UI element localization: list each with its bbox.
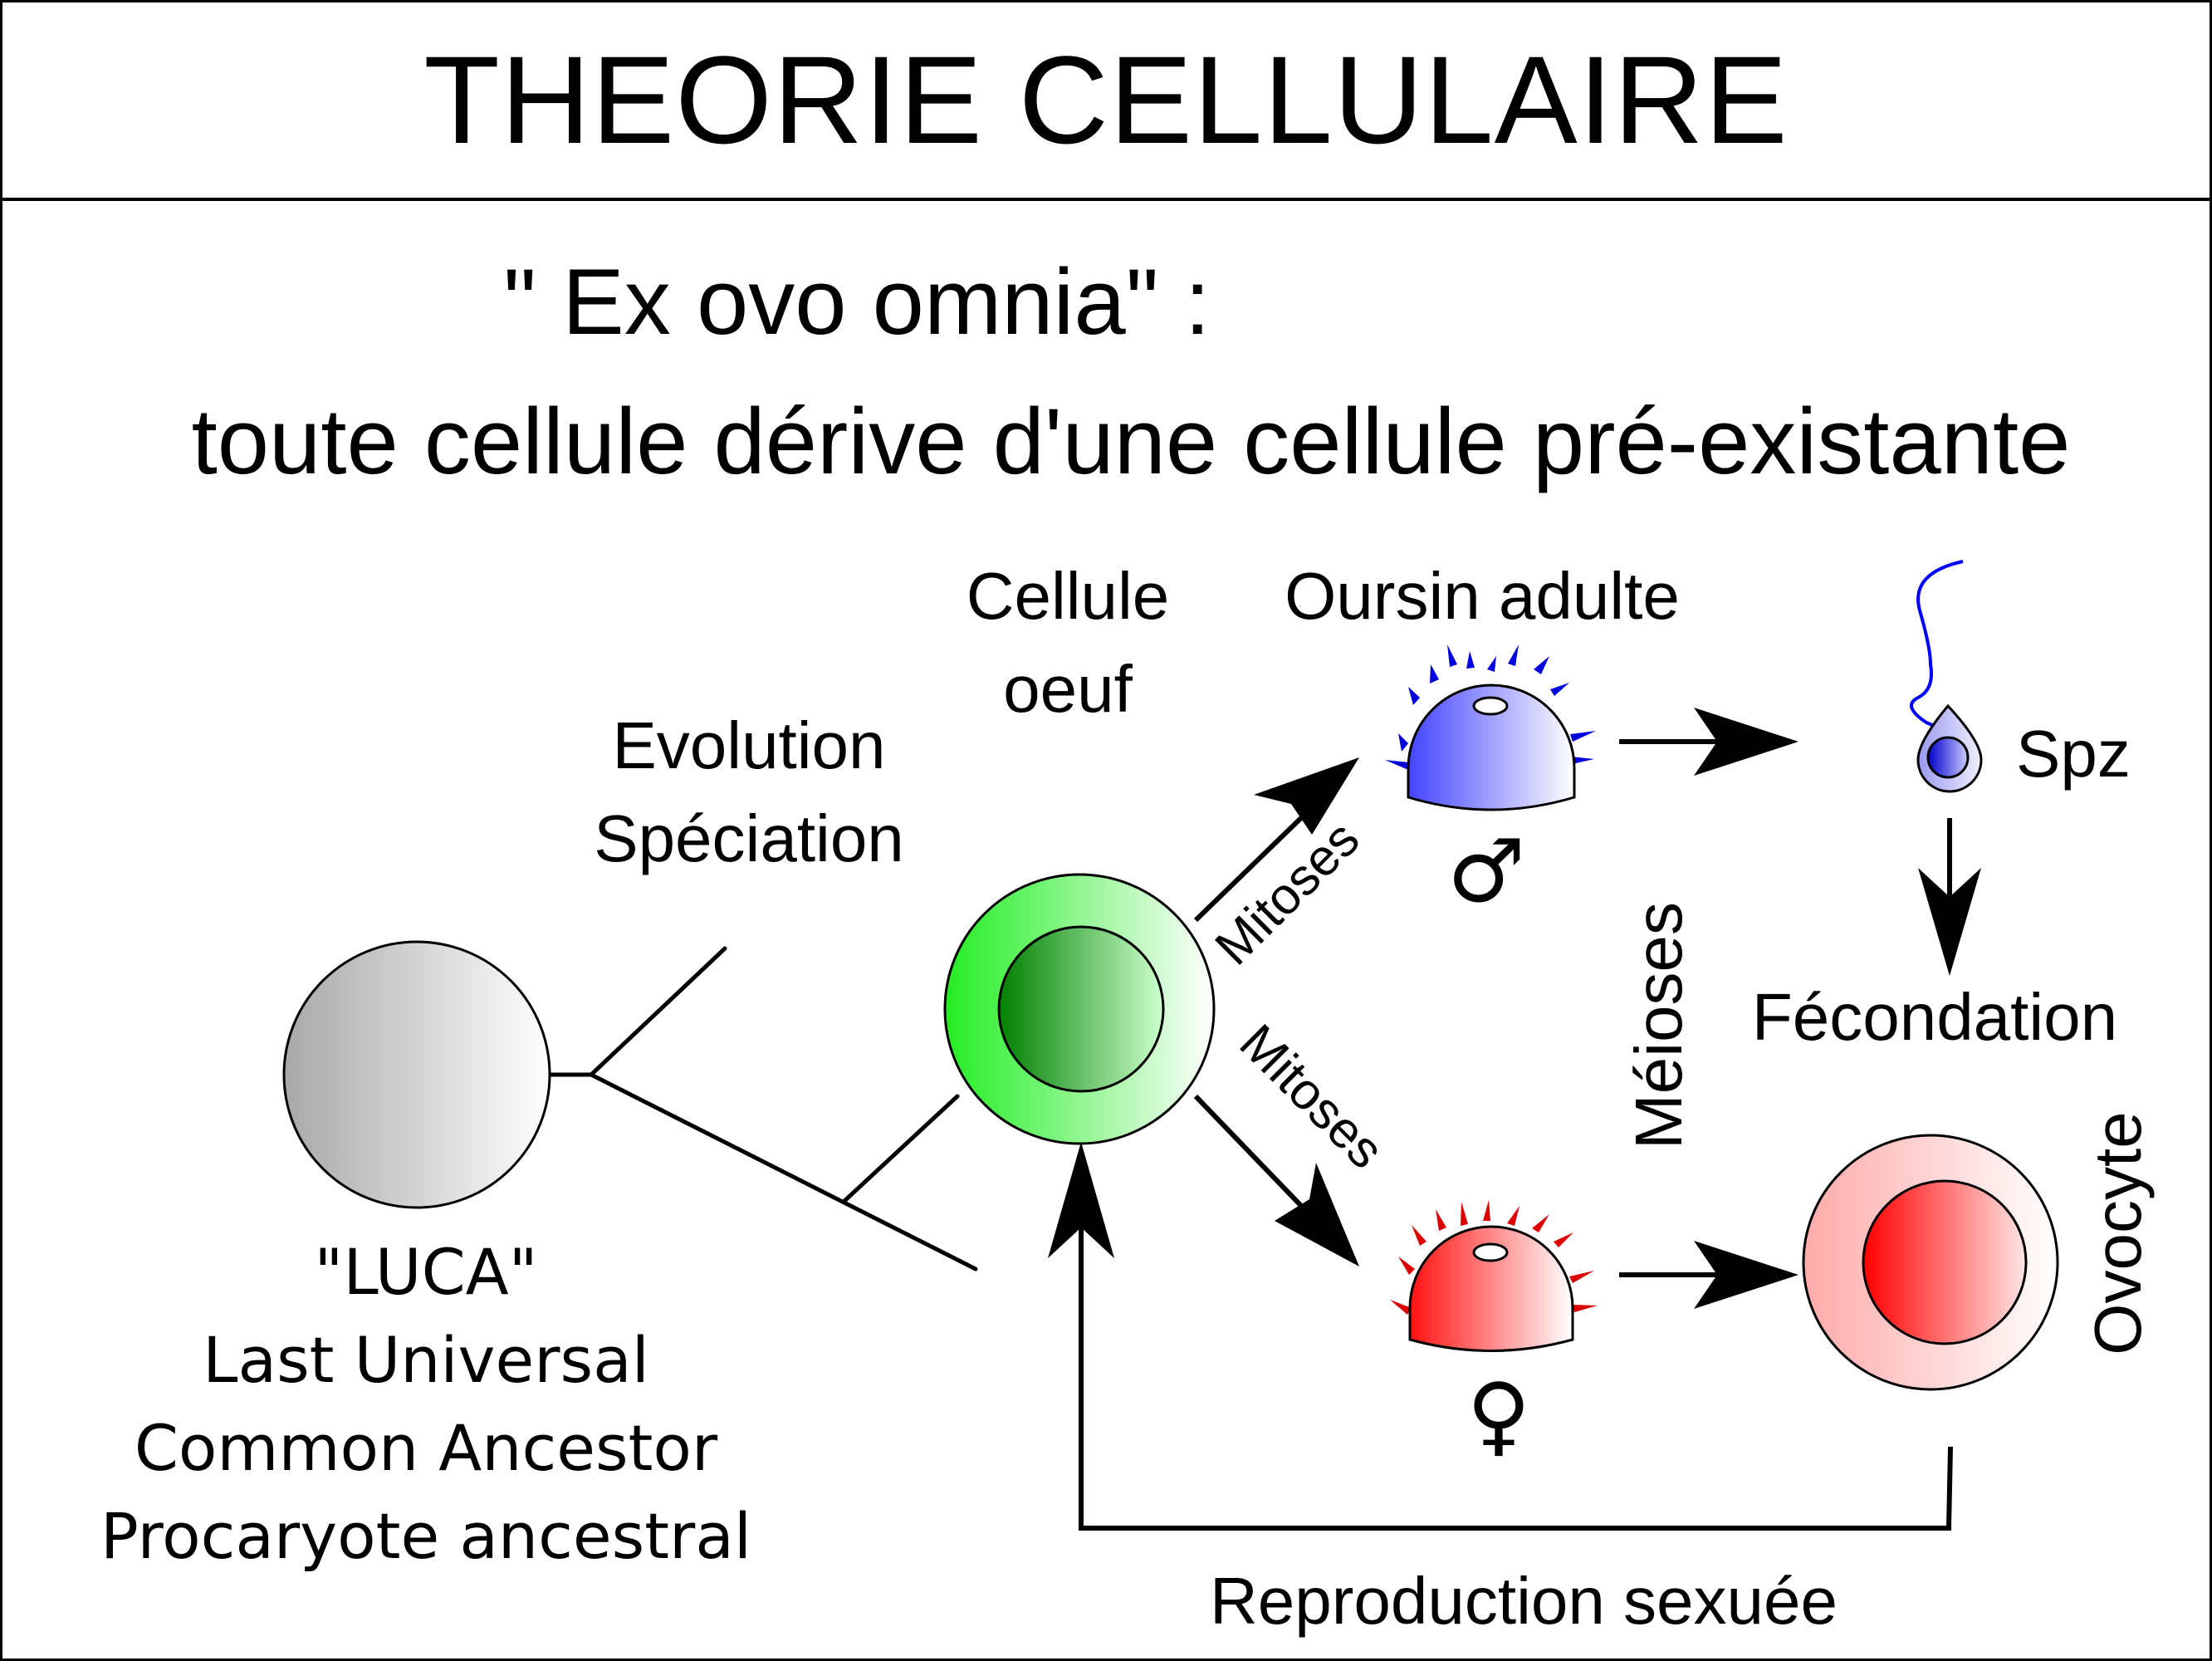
adult-urchin-label: Oursin adulte: [1285, 559, 1680, 633]
meioses-label: Méioses: [1622, 902, 1696, 1149]
luca-label: "LUCA" Last Universal Common Ancestor Pr…: [100, 1235, 751, 1573]
subtitle-line-1: " Ex ovo omnia" :: [503, 250, 1210, 354]
luca-label-line-2: Last Universal: [203, 1323, 649, 1397]
luca-label-line-4: Procaryote ancestral: [100, 1499, 751, 1573]
luca-cell: [282, 940, 551, 1209]
oocyte: [1802, 1134, 2059, 1391]
egg-cell-label-line-2: oeuf: [1003, 652, 1133, 726]
reproduction-label: Reproduction sexuée: [1210, 1564, 1838, 1638]
mitoses-arrow-up: [1193, 757, 1359, 923]
mitoses-arrow-down: [1193, 1094, 1359, 1267]
mitoses-up-label: Mitoses: [1205, 811, 1371, 977]
page-title: THEORIE CELLULAIRE: [423, 30, 1789, 169]
ovocyte-label: Ovocyte: [2081, 1111, 2155, 1355]
male-urchin: [1385, 644, 1596, 811]
speciation-label: Spéciation: [594, 801, 904, 875]
evolution-label: Evolution: [612, 708, 885, 782]
female-urchin: [1390, 1200, 1598, 1352]
luca-label-line-1: "LUCA": [314, 1235, 537, 1309]
reproduction-loop: [1048, 1142, 1953, 1531]
spz-label: Spz: [2016, 717, 2131, 791]
phylogenetic-tree: [547, 946, 978, 1271]
fecondation-arrow: [1918, 818, 1981, 976]
spermatozoid: [1910, 560, 1983, 793]
subtitle-line-2: toute cellule dérive d'une cellule pré-e…: [192, 390, 2071, 493]
egg-cell-label-line-1: Cellule: [967, 559, 1170, 633]
fecondation-label: Fécondation: [1752, 980, 2117, 1054]
egg-cell: [943, 873, 1216, 1145]
arrow-female-to-oocyte: [1619, 1241, 1798, 1309]
arrow-male-to-spz: [1619, 708, 1798, 776]
title-bar: THEORIE CELLULAIRE: [0, 0, 2212, 201]
female-symbol: ♀: [1467, 1365, 1531, 1466]
luca-label-line-3: Common Ancestor: [135, 1411, 718, 1485]
male-symbol: ♂: [1447, 821, 1525, 922]
